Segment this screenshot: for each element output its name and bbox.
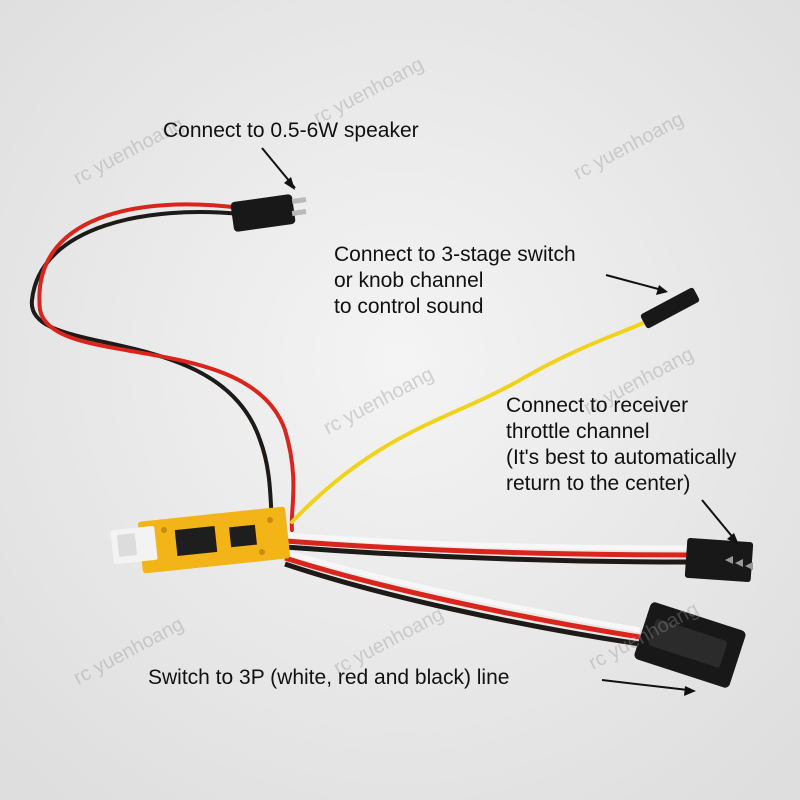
sound-module-pcb [110, 506, 291, 574]
switch-channel-wire [290, 320, 647, 524]
annotation-arrows [261, 147, 739, 696]
receiver-label: Connect to receiver throttle channel (It… [506, 394, 737, 495]
speaker-plug [230, 194, 307, 232]
receiver-wires [284, 532, 689, 565]
switch-channel-label: Connect to 3-stage switch or knob channe… [334, 243, 576, 318]
3p-line-label: Switch to 3P (white, red and black) line [148, 666, 510, 689]
speaker-label: Connect to 0.5-6W speaker [163, 119, 419, 142]
switch-channel-plug [640, 287, 700, 329]
speaker-wires [29, 202, 296, 532]
3p-servo-plug [634, 602, 746, 688]
receiver-plug [684, 537, 754, 583]
3p-line-wires [284, 549, 641, 647]
